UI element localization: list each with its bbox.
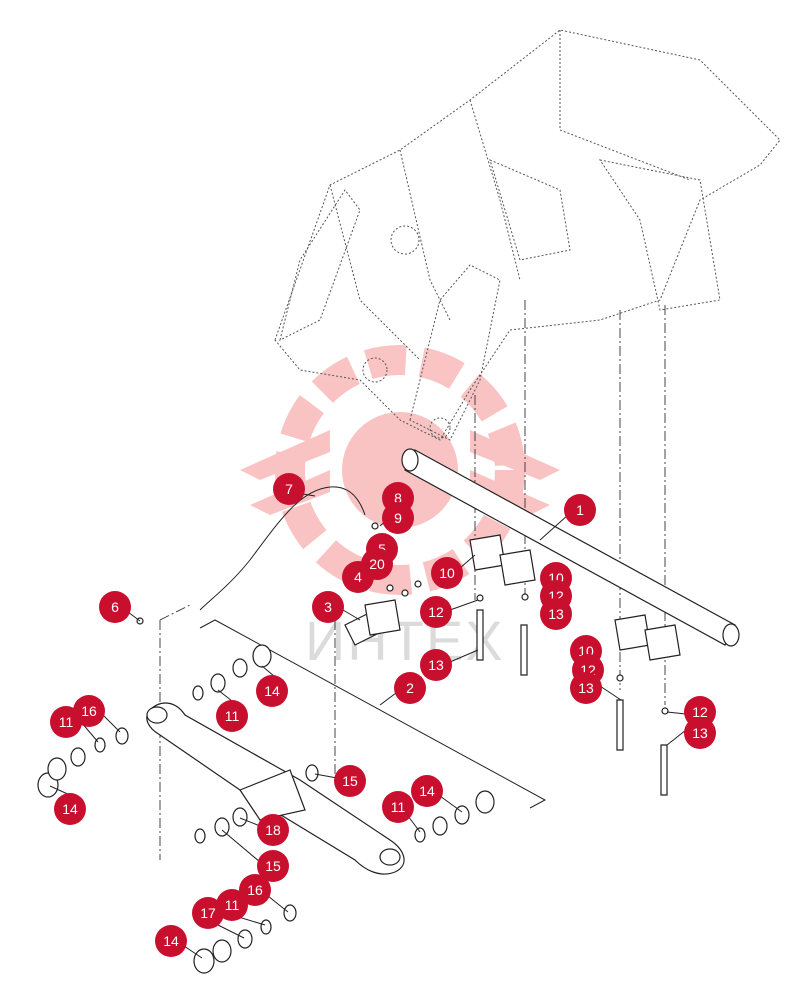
callout-circle (411, 775, 443, 807)
pivot-pin (344, 599, 401, 646)
callout-circle (239, 874, 271, 906)
callout-18: 18 (257, 814, 289, 846)
callout-16: 16 (239, 874, 271, 906)
callout-circle (155, 925, 187, 957)
callout-circle (273, 473, 305, 505)
callout-circle (257, 814, 289, 846)
callout-label: 9 (394, 510, 402, 526)
callout-20: 20 (361, 548, 393, 580)
callout-11: 11 (216, 700, 248, 732)
callout-label: 7 (285, 481, 293, 497)
callout-circle (54, 793, 86, 825)
callout-label: 8 (394, 490, 402, 506)
callout-circle (334, 765, 366, 797)
callout-16: 16 (73, 695, 105, 727)
callout-label: 13 (578, 680, 594, 696)
callout-circle (361, 548, 393, 580)
assembly-bracket (199, 619, 547, 809)
callout-circle (540, 598, 572, 630)
callout-label: 11 (59, 714, 74, 730)
callout-14: 14 (256, 675, 288, 707)
callout-label: 12 (428, 604, 444, 620)
callout-label: 3 (324, 599, 332, 615)
callout-badges: 1234520678910101012121212131313131116111… (50, 473, 716, 957)
callout-label: 11 (225, 897, 240, 913)
callout-15: 15 (257, 850, 289, 882)
callout-circle (564, 494, 596, 526)
callout-label: 11 (225, 708, 240, 724)
callout-circle (431, 557, 463, 589)
callout-circle (256, 675, 288, 707)
cross-shaft (401, 448, 740, 647)
callout-1: 1 (564, 494, 596, 526)
watermark-gear-ring (275, 345, 525, 595)
callout-label: 12 (692, 704, 708, 720)
clamp-blocks (469, 534, 681, 661)
callout-label: 16 (81, 703, 97, 719)
callout-14: 14 (155, 925, 187, 957)
callout-label: 14 (419, 783, 435, 799)
callout-13: 13 (570, 672, 602, 704)
callout-11: 11 (382, 791, 414, 823)
bolts (476, 609, 668, 796)
callout-label: 15 (342, 773, 358, 789)
callout-circle (257, 850, 289, 882)
callout-label: 1 (576, 502, 584, 518)
callout-14: 14 (54, 793, 86, 825)
callout-9: 9 (382, 502, 414, 534)
callout-label: 13 (548, 606, 564, 622)
callout-label: 10 (439, 565, 455, 581)
rings-and-washers (37, 644, 495, 974)
callout-circle (420, 649, 452, 681)
watermark-logo (240, 345, 560, 595)
callout-10: 10 (431, 557, 463, 589)
callout-13: 13 (540, 598, 572, 630)
callout-circle (420, 596, 452, 628)
callout-circle (570, 672, 602, 704)
callout-label: 11 (391, 799, 406, 815)
callout-13: 13 (420, 649, 452, 681)
link-arm (146, 702, 405, 875)
watermark-gear-core (342, 412, 458, 528)
callout-label: 14 (163, 933, 179, 949)
callout-label: 17 (200, 905, 216, 921)
callout-circle (312, 591, 344, 623)
callout-7: 7 (273, 473, 305, 505)
callout-label: 20 (369, 556, 385, 572)
callout-circle (73, 695, 105, 727)
callout-label: 14 (62, 801, 78, 817)
fittings (136, 522, 669, 715)
callout-circle (684, 717, 716, 749)
callout-15: 15 (334, 765, 366, 797)
callout-label: 2 (406, 680, 414, 696)
callout-13: 13 (684, 717, 716, 749)
hydraulic-hose (199, 486, 366, 611)
callout-label: 15 (265, 858, 281, 874)
callout-12: 12 (420, 596, 452, 628)
callout-14: 14 (411, 775, 443, 807)
callout-circle (99, 591, 131, 623)
callout-circle (394, 672, 426, 704)
callout-label: 18 (265, 822, 281, 838)
loader-frame (274, 29, 781, 441)
callout-circle (216, 700, 248, 732)
callout-circle (192, 897, 224, 929)
callout-3: 3 (312, 591, 344, 623)
callout-label: 16 (247, 882, 263, 898)
callout-circle (382, 502, 414, 534)
callout-label: 6 (111, 599, 119, 615)
callout-label: 13 (428, 657, 444, 673)
callout-2: 2 (394, 672, 426, 704)
callout-6: 6 (99, 591, 131, 623)
callout-label: 4 (354, 569, 362, 585)
callout-label: 13 (692, 725, 708, 741)
callout-circle (382, 791, 414, 823)
watermark-wing-left (240, 430, 330, 515)
callout-label: 14 (264, 683, 280, 699)
callout-17: 17 (192, 897, 224, 929)
